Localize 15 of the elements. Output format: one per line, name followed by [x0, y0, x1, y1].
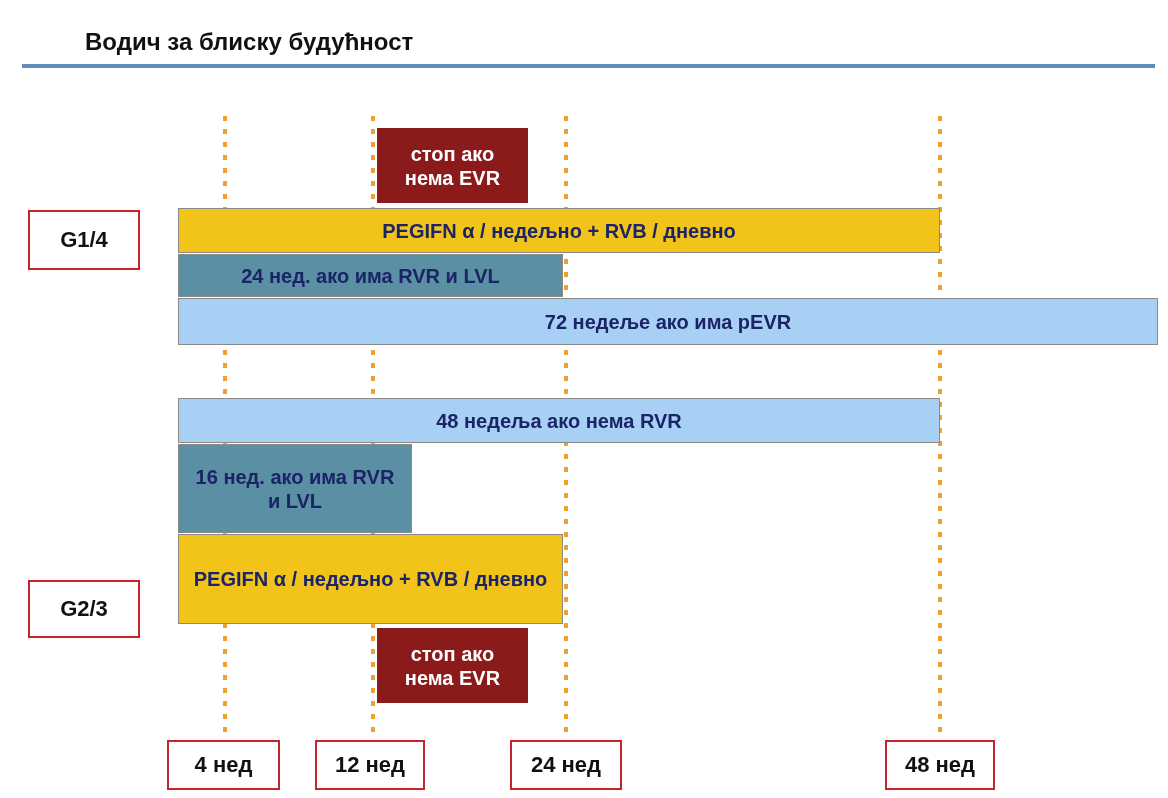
stop-note: стоп ако нема EVR [377, 628, 528, 703]
stop-note: стоп ако нема EVR [377, 128, 528, 203]
duration-bar: 48 недеља ако нема RVR [178, 398, 940, 443]
duration-bar: 16 нед. ако има RVR и LVL [178, 444, 412, 533]
week-label: 48 нед [885, 740, 995, 790]
genotype-label: G1/4 [28, 210, 140, 270]
week-label: 24 нед [510, 740, 622, 790]
therapy-bar: PEGIFN α / недељно + RVB / дневно [178, 534, 563, 624]
slide-title: Водич за блиску будућност [85, 28, 414, 56]
genotype-label: G2/3 [28, 580, 140, 638]
week-label: 4 нед [167, 740, 280, 790]
duration-bar: 72 недеље ако има pEVR [178, 298, 1158, 345]
therapy-bar: PEGIFN α / недељно + RVB / дневно [178, 208, 940, 253]
week-label: 12 нед [315, 740, 425, 790]
duration-bar: 24 нед. ако има RVR и LVL [178, 254, 563, 297]
